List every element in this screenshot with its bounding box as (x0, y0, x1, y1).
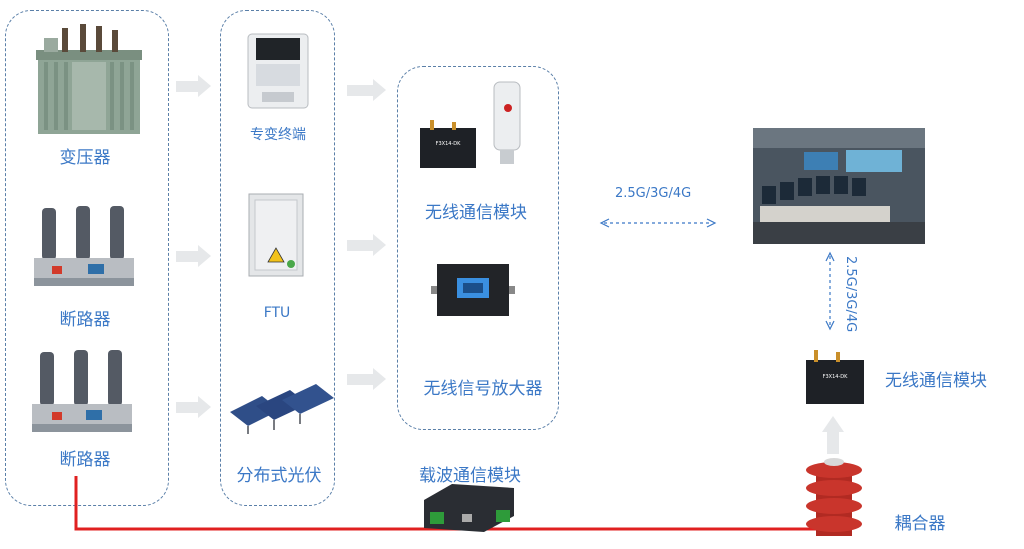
svg-text:F3X14-DK: F3X14-DK (436, 141, 461, 147)
arrow-breaker-ftu (176, 245, 211, 267)
label-pv: 分布式光伏 (236, 466, 322, 486)
group-comm-modules (397, 66, 559, 430)
wireless-module-image-2: F3X14-DK (806, 350, 864, 404)
label-wireless-1: 无线通信模块 (425, 203, 527, 223)
label-coupler: 耦合器 (894, 514, 946, 534)
arrow-coupler-module (822, 416, 844, 454)
link-label-vertical: 2.5G/3G/4G (843, 256, 858, 333)
label-terminal: 专变终端 (250, 127, 306, 143)
label-wireless-2: 无线通信模块 (885, 371, 987, 391)
arrow-ftu-wireless (347, 234, 386, 256)
label-breaker-1: 断路器 (59, 310, 111, 330)
arrow-terminal-wireless (347, 79, 386, 101)
label-ftu: FTU (263, 305, 291, 321)
breaker-image-1 (34, 206, 134, 286)
wireless-module-image-1: F3X14-DK (420, 120, 476, 168)
link-label-horizontal: 2.5G/3G/4G (615, 186, 692, 201)
amplifier-image (431, 264, 515, 316)
label-transformer: 变压器 (59, 148, 111, 168)
arrow-breaker-pv (176, 396, 211, 418)
coupler-image (806, 458, 862, 536)
arrow-pv-amplifier (347, 368, 386, 390)
dongle-image (493, 81, 521, 164)
label-amplifier: 无线信号放大器 (423, 379, 543, 399)
label-breaker-2: 断路器 (59, 450, 111, 470)
flow-arrows (176, 75, 844, 454)
breaker-image-2 (32, 350, 132, 432)
carrier-module-image (424, 484, 514, 532)
pv-image (230, 384, 334, 434)
label-carrier: 载波通信模块 (419, 466, 521, 486)
power-line (74, 476, 830, 531)
link-horizontal (599, 218, 717, 228)
ftu-image (248, 193, 304, 277)
group-terminals (220, 10, 335, 506)
svg-text:F3X14-DK: F3X14-DK (823, 374, 848, 380)
link-vertical (825, 251, 835, 331)
group-primary-equipment (5, 10, 169, 506)
control-room-image (753, 128, 925, 244)
arrow-transformer-terminal (176, 75, 211, 97)
transformer-image (36, 24, 142, 134)
terminal-image (247, 33, 309, 109)
